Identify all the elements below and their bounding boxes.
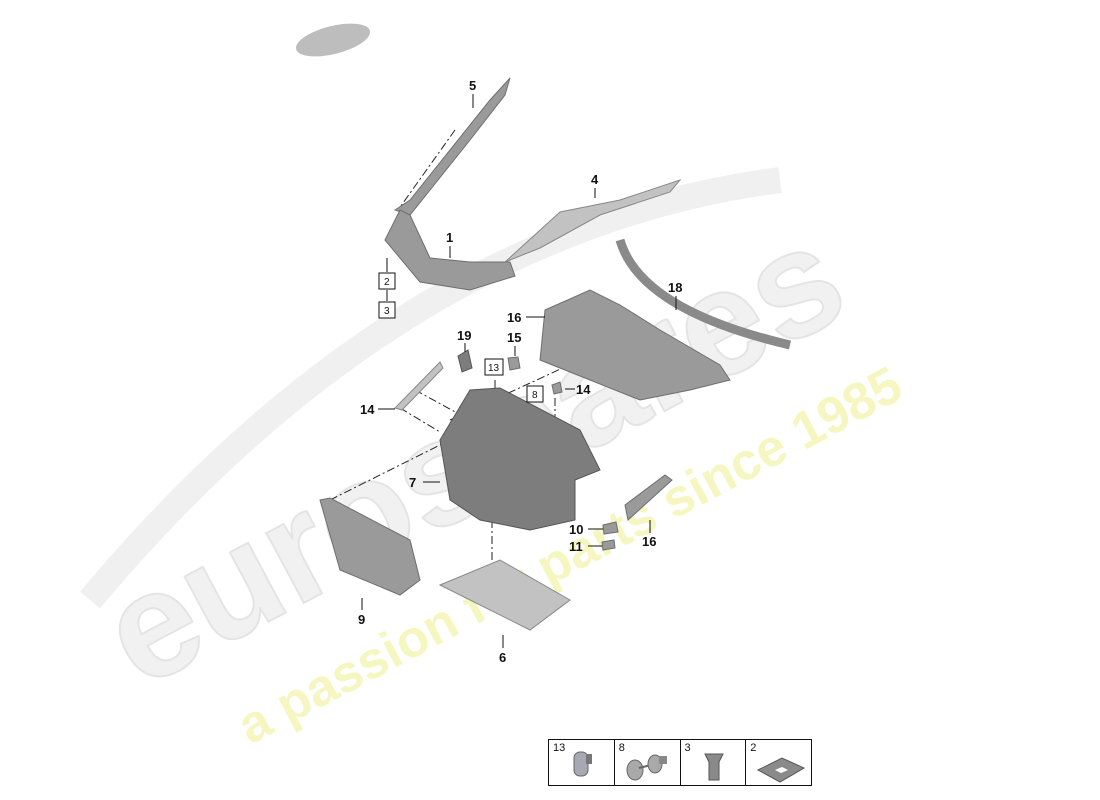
part-5-a-pillar-trim[interactable] bbox=[393, 77, 511, 216]
callout-19: 19 bbox=[457, 328, 471, 343]
callout-6: 6 bbox=[499, 650, 506, 665]
part-10-clip[interactable] bbox=[602, 521, 619, 535]
callout-16: 16 bbox=[642, 534, 656, 549]
legend-cell-13: 13 bbox=[549, 740, 615, 785]
callout-18: 18 bbox=[668, 280, 682, 295]
legend-number: 2 bbox=[750, 742, 757, 754]
part-1-dash-trim[interactable] bbox=[384, 209, 516, 291]
callout-4: 4 bbox=[591, 172, 599, 187]
part-14-clip[interactable] bbox=[551, 381, 563, 395]
callout-14: 14 bbox=[360, 402, 375, 417]
clip-rivet-icon bbox=[573, 751, 592, 777]
part-16-side-panel[interactable] bbox=[539, 289, 731, 401]
part-7-trunk-liner[interactable] bbox=[439, 387, 601, 531]
push-pin-icon bbox=[626, 754, 667, 781]
legend-cell-8: 8 bbox=[615, 740, 681, 785]
callout-14: 14 bbox=[576, 382, 591, 397]
callout-7: 7 bbox=[409, 475, 416, 490]
part-15-clip[interactable] bbox=[507, 356, 521, 371]
square-washer-icon bbox=[757, 757, 806, 783]
callout-16: 16 bbox=[507, 310, 521, 325]
callout-2: 2 bbox=[384, 277, 390, 288]
callout-13: 13 bbox=[488, 363, 500, 374]
fastener-legend: 13 8 3 2 bbox=[548, 739, 812, 786]
part-6-floor-grid[interactable] bbox=[438, 559, 571, 631]
callout-8: 8 bbox=[532, 390, 538, 401]
part-18-seal[interactable] bbox=[615, 238, 792, 350]
clip-nut-icon bbox=[703, 753, 724, 781]
legend-cell-2: 2 bbox=[746, 740, 811, 785]
callout-9: 9 bbox=[358, 612, 365, 627]
part-14-trim-strip[interactable] bbox=[394, 361, 444, 411]
part-11-clip[interactable] bbox=[601, 539, 616, 551]
part-16-small-panel[interactable] bbox=[624, 474, 673, 521]
legend-number: 8 bbox=[618, 742, 625, 754]
callout-11: 11 bbox=[569, 539, 583, 554]
car-thumbnail bbox=[295, 23, 371, 57]
part-9-panel[interactable] bbox=[319, 497, 421, 596]
callout-3: 3 bbox=[384, 306, 390, 317]
legend-number: 13 bbox=[553, 742, 566, 754]
callout-15: 15 bbox=[507, 330, 521, 345]
callout-10: 10 bbox=[569, 522, 583, 537]
callout-5: 5 bbox=[469, 78, 476, 93]
legend-cell-3: 3 bbox=[681, 740, 747, 785]
part-4-sill-trim[interactable] bbox=[504, 178, 682, 263]
callout-1: 1 bbox=[446, 230, 453, 245]
legend-number: 3 bbox=[684, 742, 691, 754]
